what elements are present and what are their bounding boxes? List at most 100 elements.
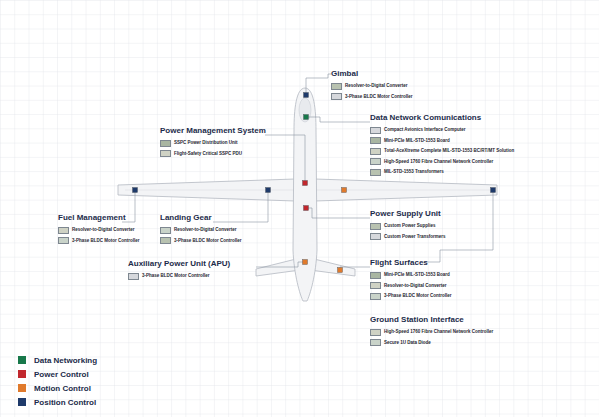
item-row: Mini-PCIe MIL-STD-1553 Board (370, 136, 514, 147)
group-heading: Power Supply Unit (370, 209, 446, 218)
item-row: Flight-Safety Critical SSPC PDU (160, 149, 266, 160)
product-name: 3-Phase BLDC Motor Controller (72, 238, 140, 244)
fuselage-dome (299, 98, 311, 122)
callout-group: Fuel ManagementResolver-to-Digital Conve… (58, 213, 140, 247)
legend-row: Motion Control (18, 381, 97, 395)
power-marker (304, 206, 309, 211)
item-row: 3-Phase BLDC Motor Controller (128, 271, 230, 282)
product-name: Custom Power Transformers (384, 234, 446, 240)
product-thumbnail (128, 273, 139, 280)
item-row: Secure 1U Data Diode (370, 338, 493, 349)
item-row: Resolver-to-Digital Converter (331, 81, 413, 92)
product-thumbnail (370, 282, 381, 289)
motion-marker (303, 260, 308, 265)
product-thumbnail (331, 93, 342, 100)
item-list: High-Speed 1760 Fibre Channel Network Co… (370, 327, 493, 348)
group-heading: Gimbal (331, 69, 413, 78)
item-row: 3-Phase BLDC Motor Controller (370, 291, 452, 302)
product-thumbnail (370, 127, 381, 134)
legend-label: Motion Control (34, 384, 91, 393)
item-list: Resolver-to-Digital Converter 3-Phase BLD… (331, 81, 413, 102)
product-name: 3-Phase BLDC Motor Controller (174, 238, 242, 244)
network-marker (304, 115, 309, 120)
callout-group: Auxiliary Power Unit (APU) 3-Phase BLDC M… (128, 259, 230, 282)
group-heading: Ground Station Interface (370, 315, 493, 324)
product-name: Resolver-to-Digital Converter (384, 283, 447, 289)
product-name: Compact Avionics Interface Computer (384, 127, 465, 133)
power-marker (303, 181, 308, 186)
product-name: 3-Phase BLDC Motor Controller (142, 273, 210, 279)
callout-group: Data Network ComunicationsCompact Avioni… (370, 113, 514, 178)
group-heading: Data Network Comunications (370, 113, 514, 122)
legend-swatch (18, 356, 26, 364)
legend-label: Power Control (34, 370, 89, 379)
position-marker (133, 188, 138, 193)
product-name: SSPC Power Distribution Unit (174, 140, 238, 146)
group-heading: Power Management System (160, 126, 266, 135)
motion-marker (338, 268, 343, 273)
item-row: 3-Phase BLDC Motor Controller (58, 236, 140, 247)
item-row: Total-AceXtreme Complete MIL-STD-1553 BC… (370, 146, 514, 157)
product-thumbnail (370, 272, 381, 279)
group-heading: Landing Gear (160, 213, 242, 222)
callout-group: Flight SurfacesMini-PCIe MIL-STD-1553 Bo… (370, 258, 452, 302)
legend-swatch (18, 384, 26, 392)
callout-group: GimbalResolver-to-Digital Converter 3-Pha… (331, 69, 413, 103)
item-row: Resolver-to-Digital Converter (370, 281, 452, 292)
item-row: 3-Phase BLDC Motor Controller (160, 236, 242, 247)
product-name: Resolver-to-Digital Converter (174, 227, 237, 233)
legend-label: Position Control (34, 398, 96, 407)
item-list: Resolver-to-Digital Converter 3-Phase BLD… (160, 225, 242, 246)
leader-line (340, 267, 370, 270)
group-heading: Auxiliary Power Unit (APU) (128, 259, 230, 268)
item-row: High-Speed 1760 Fibre Channel Network Co… (370, 327, 493, 338)
item-row: Compact Avionics Interface Computer (370, 125, 514, 136)
product-thumbnail (58, 237, 69, 244)
product-name: Flight-Safety Critical SSPC PDU (174, 151, 242, 157)
product-name: MIL-STD-1553 Transformers (384, 169, 444, 175)
product-thumbnail (370, 329, 381, 336)
item-list: Mini-PCIe MIL-STD-1553 BoardResolver-to-… (370, 270, 452, 302)
product-thumbnail (370, 148, 381, 155)
product-thumbnail (370, 169, 381, 176)
product-name: 3-Phase BLDC Motor Controller (345, 94, 413, 100)
item-row: 3-Phase BLDC Motor Controller (331, 92, 413, 103)
product-thumbnail (160, 150, 171, 157)
product-name: Mini-PCIe MIL-STD-1553 Board (384, 272, 450, 278)
leader-line (265, 135, 305, 183)
position-marker (266, 188, 271, 193)
product-name: Resolver-to-Digital Converter (72, 227, 135, 233)
item-row: High-Speed 1760 Fibre Channel Network Co… (370, 157, 514, 168)
legend-swatch (18, 398, 26, 406)
group-heading: Fuel Management (58, 213, 140, 222)
callout-group: Ground Station InterfaceHigh-Speed 1760 … (370, 315, 493, 349)
item-list: Compact Avionics Interface ComputerMini-… (370, 125, 514, 178)
leader-line (306, 74, 331, 95)
product-name: 3-Phase BLDC Motor Controller (384, 293, 452, 299)
legend-row: Data Networking (18, 353, 97, 367)
product-thumbnail (370, 137, 381, 144)
product-name: Total-AceXtreme Complete MIL-STD-1553 BC… (384, 148, 514, 154)
product-thumbnail (370, 233, 381, 240)
product-name: Mini-PCIe MIL-STD-1553 Board (384, 138, 450, 144)
item-list: SSPC Power Distribution UnitFlight-Safet… (160, 138, 266, 159)
product-name: Custom Power Supplies (384, 223, 436, 229)
item-list: 3-Phase BLDC Motor Controller (128, 271, 230, 282)
product-name: High-Speed 1760 Fibre Channel Network Co… (384, 159, 493, 165)
product-thumbnail (370, 223, 381, 230)
item-row: Custom Power Transformers (370, 232, 446, 243)
item-row: Resolver-to-Digital Converter (160, 225, 242, 236)
product-thumbnail (370, 293, 381, 300)
leader-line (213, 190, 268, 222)
leader-line (306, 208, 370, 218)
item-row: Mini-PCIe MIL-STD-1553 Board (370, 270, 452, 281)
item-row: SSPC Power Distribution Unit (160, 138, 266, 149)
legend-swatch (18, 370, 26, 378)
product-thumbnail (160, 227, 171, 234)
product-name: Secure 1U Data Diode (384, 340, 431, 346)
legend-row: Position Control (18, 395, 97, 409)
item-row: Resolver-to-Digital Converter (58, 225, 140, 236)
legend: Data NetworkingPower ControlMotion Contr… (18, 353, 97, 409)
